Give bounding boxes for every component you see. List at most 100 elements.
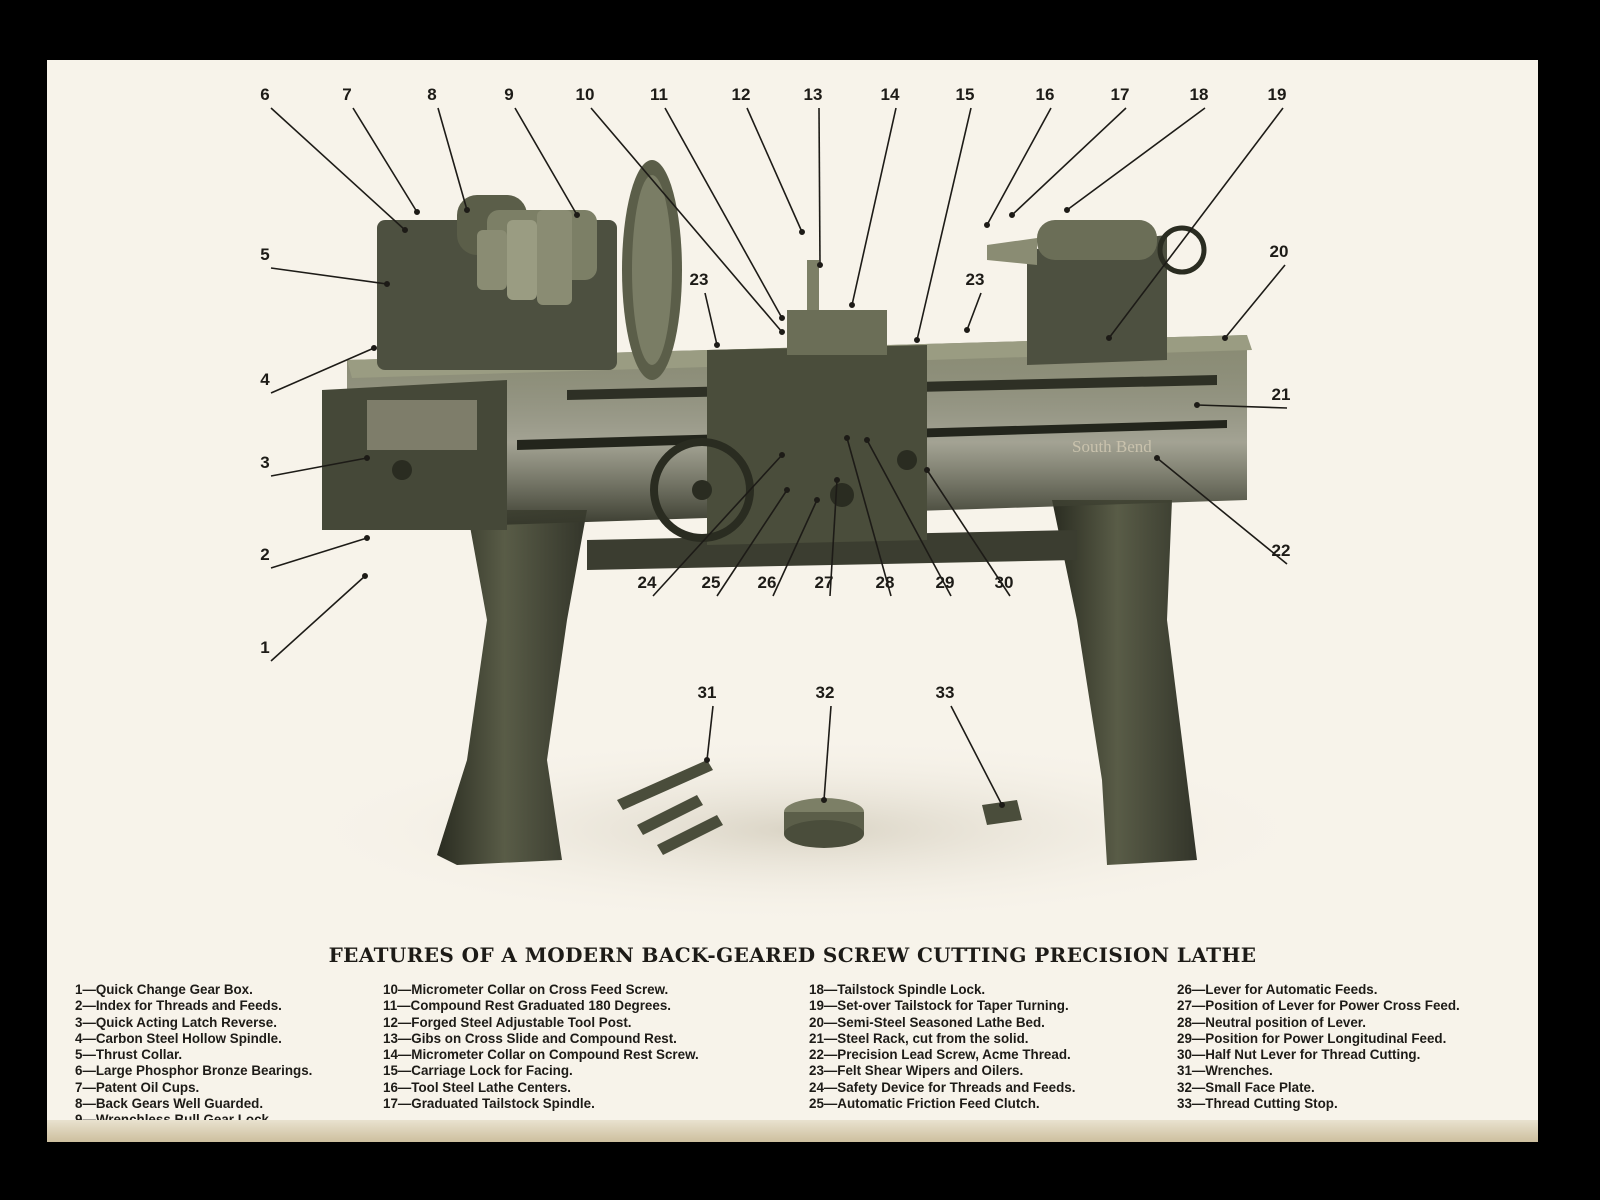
leader-tip [1106, 334, 1113, 341]
leader-tip [816, 262, 823, 269]
legend-item: 32—Small Face Plate. [1177, 1079, 1315, 1095]
callout-number: 3 [260, 453, 269, 472]
legend-item: 30—Half Nut Lever for Thread Cutting. [1177, 1047, 1421, 1063]
leader-tip [363, 454, 370, 461]
callout-number: 30 [995, 573, 1014, 592]
legend-item: 22—Precision Lead Screw, Acme Thread. [809, 1047, 1071, 1063]
legend-item: 5—Thrust Collar. [75, 1047, 183, 1063]
legend-column-3: 18—Tailstock Spindle Lock.19—Set-over Ta… [809, 982, 1199, 1112]
leader-tip [1063, 207, 1070, 214]
leader-tip [778, 315, 785, 322]
leader-line [270, 575, 366, 662]
leader-tip [778, 451, 785, 458]
leader-tip [713, 341, 720, 348]
leader-line [746, 107, 803, 233]
leader-tip [843, 434, 850, 441]
legend-item: 17—Graduated Tailstock Spindle. [383, 1096, 595, 1112]
leader-line [851, 107, 897, 306]
leader-line [1196, 404, 1288, 409]
leader-tip [820, 796, 827, 803]
callout-number: 21 [1272, 385, 1291, 404]
callout-number: 29 [936, 573, 955, 592]
leader-line [1066, 107, 1206, 211]
leader-line [950, 705, 1003, 806]
leader-tip [1194, 401, 1201, 408]
leader-line [514, 107, 578, 216]
leader-lines [270, 107, 1288, 808]
leader-tip [463, 207, 470, 214]
leader-line [1224, 264, 1286, 339]
floor-tools [617, 760, 1022, 855]
leader-tip [370, 344, 377, 351]
legend-item: 29—Position for Power Longitudinal Feed. [1177, 1030, 1447, 1046]
callout-number: 10 [576, 85, 595, 104]
leader-tip [703, 756, 710, 763]
callout-number: 4 [260, 370, 270, 389]
legend-item: 19—Set-over Tailstock for Taper Turning. [809, 998, 1069, 1014]
legend-item: 9—Wrenchless Bull Gear Lock. [75, 1112, 273, 1128]
legend-item: 23—Felt Shear Wipers and Oilers. [809, 1063, 1024, 1079]
lathe-diagram: South Bend 12345678910111213141516171819… [260, 85, 1327, 925]
legend-item: 18—Tailstock Spindle Lock. [809, 982, 986, 997]
callout-number: 32 [816, 683, 835, 702]
carriage [650, 260, 927, 545]
leader-line [652, 454, 783, 597]
legend-item: 33—Thread Cutting Stop. [1177, 1096, 1338, 1112]
callout-number: 2 [260, 545, 269, 564]
legend-item: 31—Wrenches. [1177, 1063, 1273, 1079]
leader-line [270, 457, 368, 477]
leader-line [437, 107, 468, 211]
tailstock [987, 220, 1207, 365]
callout-number: 1 [260, 638, 269, 657]
callout-number: 25 [702, 573, 721, 592]
leader-tip [1154, 454, 1161, 461]
callout-number: 15 [956, 85, 975, 104]
legend-item: 4—Carbon Steel Hollow Spindle. [75, 1030, 282, 1046]
brand-label: South Bend [1072, 437, 1152, 456]
legend-item: 7—Patent Oil Cups. [75, 1079, 200, 1095]
leader-line [716, 489, 788, 597]
headstock [377, 160, 682, 380]
callout-number: 7 [342, 85, 351, 104]
leader-line [823, 705, 832, 801]
legend-item: 27—Position of Lever for Power Cross Fee… [1177, 998, 1460, 1014]
legend-item: 10—Micrometer Collar on Cross Feed Screw… [383, 982, 669, 997]
leader-tip [798, 229, 805, 236]
legend-item: 12—Forged Steel Adjustable Tool Post. [383, 1014, 632, 1030]
leader-tip [361, 572, 368, 579]
leader-line [1156, 457, 1288, 565]
callout-number: 17 [1111, 85, 1130, 104]
leader-line [704, 292, 718, 346]
callout-number: 19 [1268, 85, 1287, 104]
legend-column-1: 1—Quick Change Gear Box.2—Index for Thre… [75, 982, 375, 1129]
leader-tip [963, 326, 970, 333]
leader-tip [998, 801, 1005, 808]
leader-tip [363, 534, 370, 541]
callout-number: 22 [1272, 541, 1291, 560]
leader-tip [833, 476, 840, 483]
leader-line [590, 107, 783, 333]
callout-number: 11 [650, 85, 668, 104]
leader-line [818, 107, 821, 266]
leader-line [664, 107, 783, 319]
legend-item: 28—Neutral position of Lever. [1177, 1014, 1366, 1030]
leader-line [986, 107, 1052, 226]
legend-item: 26—Lever for Automatic Feeds. [1177, 982, 1378, 997]
callout-number: 24 [638, 573, 657, 592]
figure-title: FEATURES OF A MODERN BACK-GEARED SCREW C… [328, 943, 1257, 967]
leader-line [352, 107, 418, 213]
callout-number: 23 [690, 270, 709, 289]
callout-number: 14 [881, 85, 900, 104]
leader-line [270, 267, 388, 285]
legend-item: 15—Carriage Lock for Facing. [383, 1063, 573, 1079]
legend-item: 3—Quick Acting Latch Reverse. [75, 1014, 277, 1030]
leader-tip [1222, 334, 1229, 341]
callout-number: 26 [758, 573, 777, 592]
leader-line [829, 479, 838, 597]
leader-line [916, 107, 972, 341]
leader-tip [778, 328, 785, 335]
legend-item: 13—Gibs on Cross Slide and Compound Rest… [383, 1030, 677, 1046]
callout-number: 31 [698, 683, 717, 702]
gear-box [322, 380, 507, 530]
